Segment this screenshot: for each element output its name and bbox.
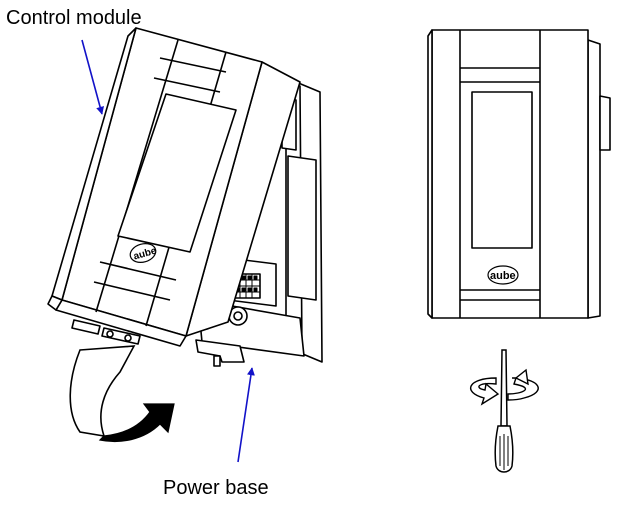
screwdriver-icon [494,349,514,473]
display-window [117,93,237,253]
turn-arrows-icon [470,368,539,406]
power-base-callout-arrow [237,367,255,463]
curved-rotate-arrow-icon [69,345,175,443]
control-module-body [47,27,301,347]
aube-logo-left: aube [129,243,158,263]
power-base-plate [281,81,323,363]
power-base-label: Power base [163,477,269,499]
mounted-thermostat: aube [427,29,611,319]
control-module-label: Control module [6,7,142,29]
locking-tab [195,339,245,363]
aube-logo-right: aube [490,270,516,282]
control-module-callout-arrow [81,39,104,115]
display-window-right [471,91,533,249]
tilted-thermostat-assembly: aube [47,27,323,367]
